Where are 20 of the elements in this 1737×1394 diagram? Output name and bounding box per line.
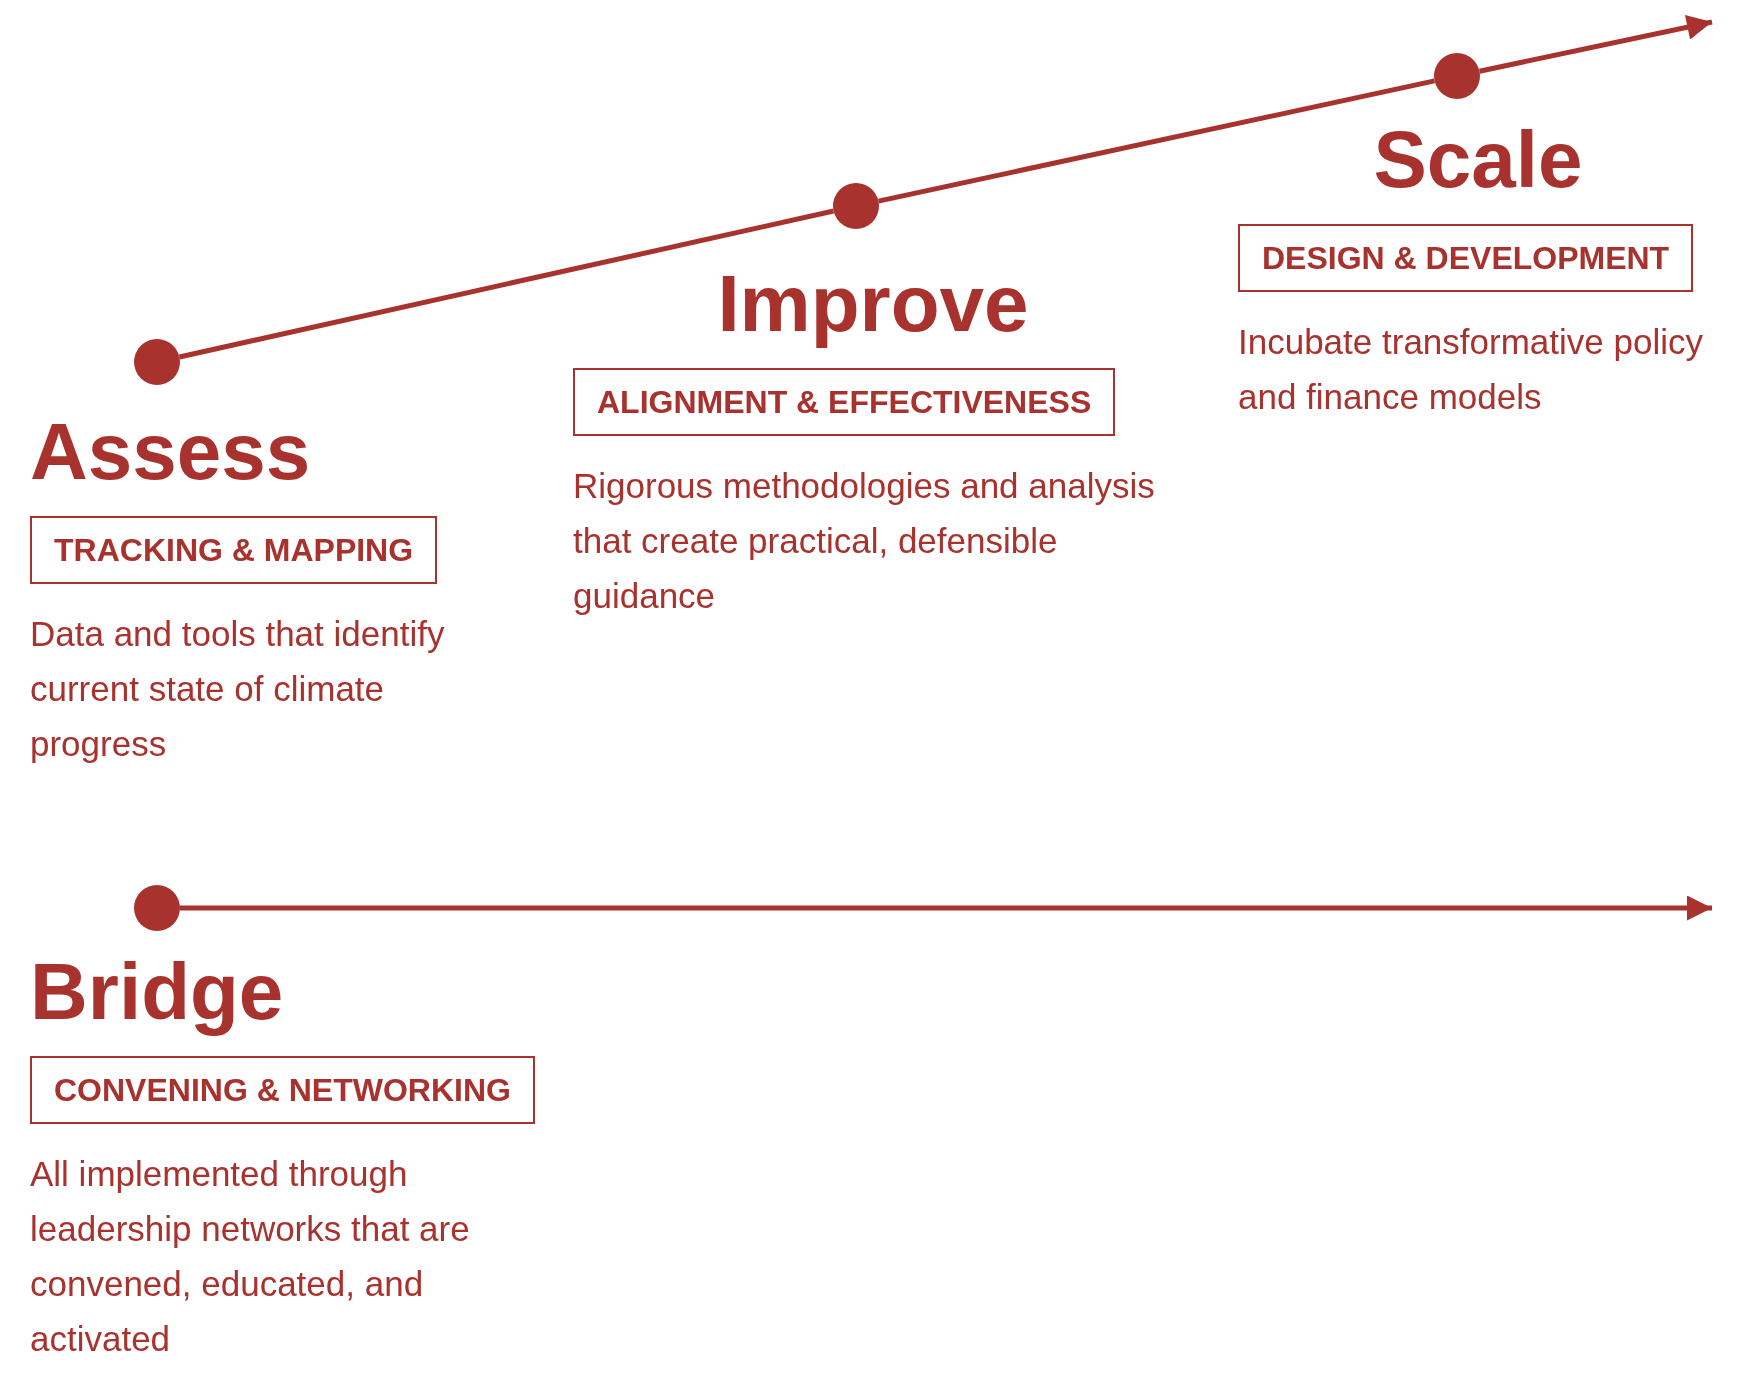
timeline-dot — [833, 183, 879, 229]
stage-heading: Assess — [30, 410, 311, 494]
timeline-dot — [134, 885, 180, 931]
stage-tag: ALIGNMENT & EFFECTIVENESS — [573, 368, 1116, 436]
stage-tag: DESIGN & DEVELOPMENT — [1238, 224, 1694, 292]
stage-heading: Improve — [717, 262, 1029, 346]
connector-line — [178, 208, 835, 360]
timeline-dot — [134, 339, 180, 385]
description-text: Incubate transformative policy and finance models — [1238, 321, 1704, 418]
arrow — [1478, 14, 1713, 74]
stage-heading: Bridge — [30, 950, 284, 1034]
stage-tag: CONVENING & NETWORKING — [30, 1056, 535, 1124]
stage-tag: TRACKING & MAPPING — [30, 516, 438, 584]
stage-heading: Scale — [1373, 118, 1583, 202]
connector-line — [877, 78, 1436, 204]
description-text: Data and tools that identify current state of climate progress — [30, 613, 446, 765]
timeline-dot — [1434, 53, 1480, 99]
arrow — [180, 895, 1712, 921]
description-text: Rigorous methodologies and analysis that create practical, defensible guidance — [573, 465, 1156, 617]
description-text: All implemented through leadership networks that are convened, educated, and activated — [30, 1153, 471, 1360]
